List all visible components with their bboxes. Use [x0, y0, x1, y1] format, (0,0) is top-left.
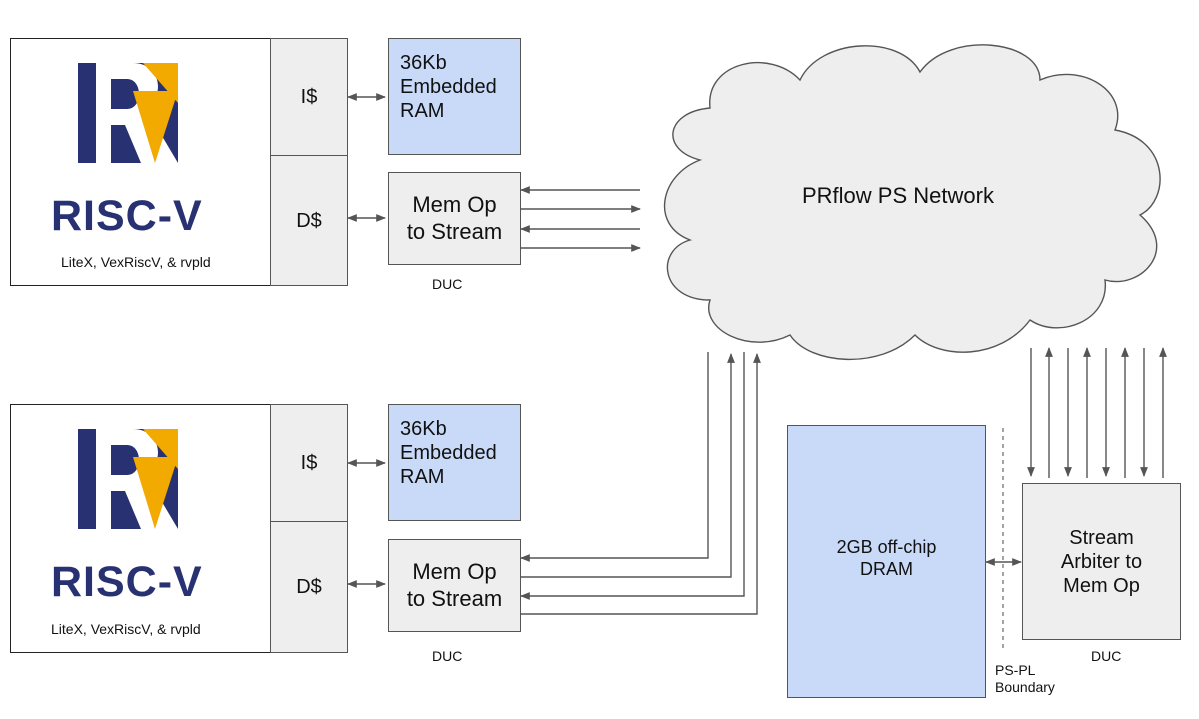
arbiter-duc-caption: DUC — [1091, 648, 1122, 664]
duc-bottom-stream-out-2 — [521, 353, 761, 615]
dcache-top: D$ — [270, 155, 348, 286]
embedded-ram-top: 36Kb Embedded RAM — [388, 38, 521, 155]
risc-v-logo-icon — [78, 63, 178, 163]
boundary-label: PS-PL Boundary — [995, 662, 1055, 695]
stream-arbiter-block: Stream Arbiter to Mem Op — [1022, 483, 1181, 640]
cpu-core-bottom: RISC-V LiteX, VexRiscV, & rvpld — [10, 404, 271, 653]
icache-top: I$ — [270, 38, 348, 156]
cpu-core-top: RISC-V LiteX, VexRiscV, & rvpld — [10, 38, 271, 286]
duc-mem-op-to-stream-top: Mem Op to Stream — [388, 172, 521, 265]
network-label: PRflow PS Network — [802, 183, 994, 208]
duc-bottom-stream-in-2 — [520, 352, 745, 600]
duc-caption-top: DUC — [432, 276, 463, 292]
risc-v-wordmark-top: RISC-V — [51, 192, 203, 240]
icache-label-bottom: I$ — [300, 452, 318, 474]
duc-caption-bottom: DUC — [432, 648, 463, 664]
dram-block: 2GB off-chip DRAM — [787, 425, 986, 698]
cpu-caption-bottom: LiteX, VexRiscV, & rvpld — [51, 621, 201, 637]
duc-box-label-bottom: Mem Op to Stream — [406, 559, 503, 611]
dram-label: 2GB off-chip DRAM — [836, 536, 937, 579]
cpu-caption-top: LiteX, VexRiscV, & rvpld — [61, 254, 211, 270]
network-cloud — [663, 44, 1161, 361]
dcache-label-bottom: D$ — [296, 576, 322, 598]
arbiter-label: Stream Arbiter to Mem Op — [1060, 526, 1143, 597]
duc-mem-op-to-stream-bottom: Mem Op to Stream — [388, 539, 521, 632]
risc-v-wordmark-bottom: RISC-V — [51, 558, 203, 606]
icache-label-top: I$ — [300, 86, 318, 108]
duc-bottom-stream-in-1 — [520, 352, 709, 562]
dcache-label-top: D$ — [296, 209, 322, 232]
ram-label-bottom: 36Kb Embedded RAM — [400, 418, 497, 488]
duc-bottom-stream-out-1 — [521, 353, 735, 578]
duc-box-label-top: Mem Op to Stream — [406, 192, 503, 244]
ram-label-top: 36Kb Embedded RAM — [400, 52, 497, 122]
icache-bottom: I$ — [270, 404, 348, 522]
dcache-bottom: D$ — [270, 521, 348, 653]
embedded-ram-bottom: 36Kb Embedded RAM — [388, 404, 521, 521]
risc-v-logo-icon — [78, 429, 178, 529]
